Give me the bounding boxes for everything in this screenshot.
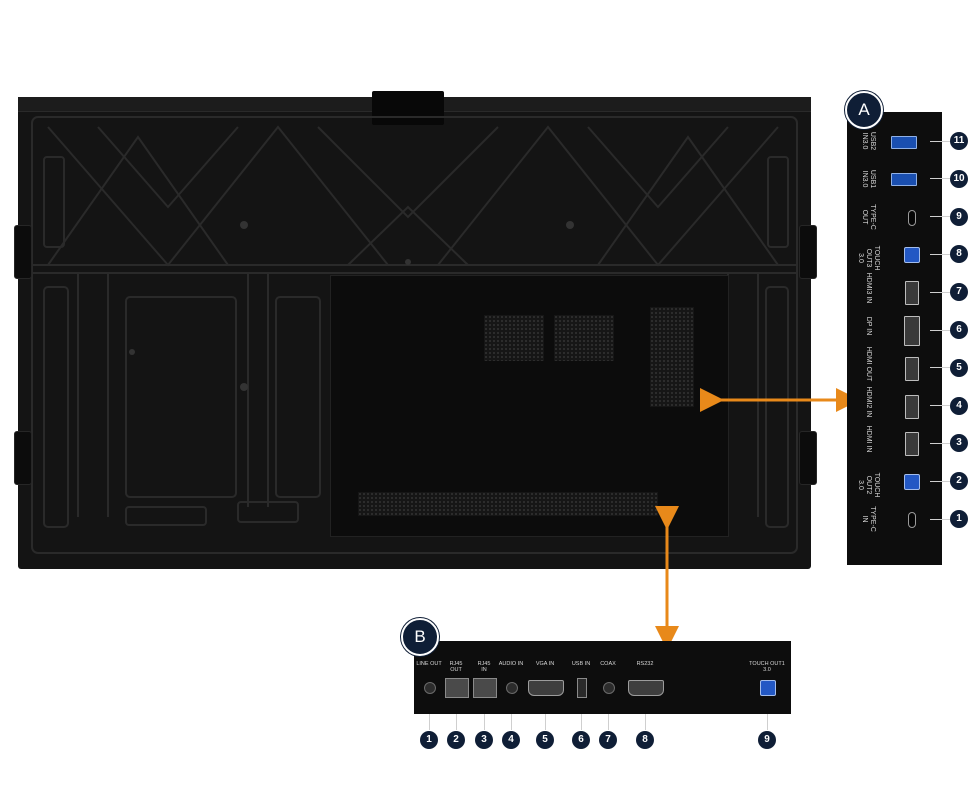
leader-line: [930, 518, 950, 520]
jack-port-icon: [506, 682, 518, 694]
usb-b-port-icon: [760, 680, 776, 696]
usb-a-port-icon: [891, 135, 917, 149]
panel-b-port-label: TOUCH OUT1 3.0: [749, 661, 785, 673]
usb-c-port-icon: [908, 512, 916, 528]
panel-a-port-label: HDMI2 IN: [865, 386, 872, 417]
jack-port-icon: [603, 682, 615, 694]
panel-b-port-label: RS232: [636, 661, 654, 667]
vent-grille: [484, 315, 544, 361]
panel-b-port-number: 4: [502, 731, 520, 749]
panel-b-port-label: RJ45 OUT: [449, 661, 463, 673]
panel-a-port-number: 4: [950, 396, 968, 415]
rj45-port-icon: [473, 678, 497, 698]
panel-b-port-number: 9: [758, 731, 776, 749]
panel-a-port-number: 10: [950, 169, 968, 188]
usb-a-port-icon: [891, 173, 917, 187]
hdmi-port-icon: [905, 432, 919, 457]
panel-a-port-label: DP IN: [865, 316, 872, 336]
leader-line: [930, 253, 950, 255]
panel-a-port-label: TYPE-C OUT: [861, 203, 876, 230]
camera-mount: [372, 91, 444, 125]
usb-a-vertical-port-icon: [577, 678, 587, 698]
panel-a-port-number: 7: [950, 283, 968, 302]
vga-port-icon: [528, 680, 564, 696]
panel-a-port-label: HDMI IN: [865, 425, 872, 453]
panel-b-port-number: 5: [536, 731, 554, 749]
leader-line: [930, 480, 950, 482]
panel-b-port-label: AUDIO IN: [498, 661, 524, 667]
hdmi-port-icon: [905, 394, 919, 419]
right-handle-upper: [799, 225, 817, 279]
leader-line: [930, 442, 950, 444]
panel-b-badge: B: [401, 618, 439, 656]
panel-a-badge: A: [845, 91, 883, 129]
panel-b-port-label: COAX: [600, 661, 616, 667]
panel-a-port-number: 3: [950, 434, 968, 453]
leader-line: [483, 714, 485, 730]
panel-a-port-label: USB2 IN3.0: [861, 131, 876, 151]
rj45-port-icon: [445, 678, 469, 698]
displayport-port-icon: [904, 316, 920, 346]
panel-b-port-label: LINE OUT: [416, 661, 442, 667]
port-panel-b: [414, 641, 791, 714]
panel-b-port-label: USB IN: [571, 661, 591, 667]
leader-line: [930, 291, 950, 293]
panel-a-port-label: HDMI3 IN: [865, 272, 872, 304]
leader-line: [930, 140, 950, 142]
panel-a-port-label: HDMI OUT: [865, 346, 872, 382]
rear-housing-ribs: [31, 116, 798, 554]
leader-line: [930, 405, 950, 407]
jack-port-icon: [424, 682, 436, 694]
vent-grille: [358, 492, 658, 516]
hdmi-port-icon: [905, 356, 919, 381]
left-handle-upper: [14, 225, 32, 279]
db9-port-icon: [628, 680, 664, 696]
usb-b-port-icon: [904, 247, 920, 264]
leader-line: [644, 714, 646, 730]
leader-line: [544, 714, 546, 730]
panel-b-port-number: 7: [599, 731, 617, 749]
leader-line: [580, 714, 582, 730]
leader-line: [930, 367, 950, 369]
port-panel-a: [847, 112, 942, 565]
display-rear-view: [14, 91, 817, 569]
leader-line: [930, 329, 950, 331]
panel-a-port-number: 8: [950, 245, 968, 264]
panel-b-port-number: 8: [636, 731, 654, 749]
leader-line: [510, 714, 512, 730]
leader-line: [455, 714, 457, 730]
leader-line: [607, 714, 609, 730]
panel-a-port-label: TYPE-C IN: [861, 506, 876, 532]
vent-grille: [650, 307, 694, 407]
panel-a-port-label: USB1 IN3.0: [861, 169, 876, 188]
leader-line: [428, 714, 430, 730]
panel-a-port-number: 1: [950, 510, 968, 528]
panel-b-port-label: RJ45 IN: [477, 661, 491, 673]
panel-a-port-number: 11: [950, 132, 968, 150]
panel-b-port-number: 1: [420, 731, 438, 749]
leader-line: [930, 178, 950, 180]
panel-a-port-number: 2: [950, 472, 968, 491]
usb-b-port-icon: [904, 474, 920, 491]
vent-grille: [554, 315, 614, 361]
left-handle-lower: [14, 431, 32, 485]
panel-a-port-number: 6: [950, 321, 968, 339]
panel-b-port-number: 3: [475, 731, 493, 749]
leader-line: [766, 714, 768, 730]
panel-a-port-number: 9: [950, 207, 968, 226]
usb-c-port-icon: [908, 209, 916, 226]
hdmi-port-icon: [905, 281, 919, 306]
leader-line: [930, 216, 950, 218]
panel-b-port-number: 2: [447, 731, 465, 749]
right-handle-lower: [799, 431, 817, 485]
panel-b-port-number: 6: [572, 731, 590, 749]
panel-a-port-number: 5: [950, 358, 968, 377]
panel-b-port-label: VGA IN: [535, 661, 555, 667]
